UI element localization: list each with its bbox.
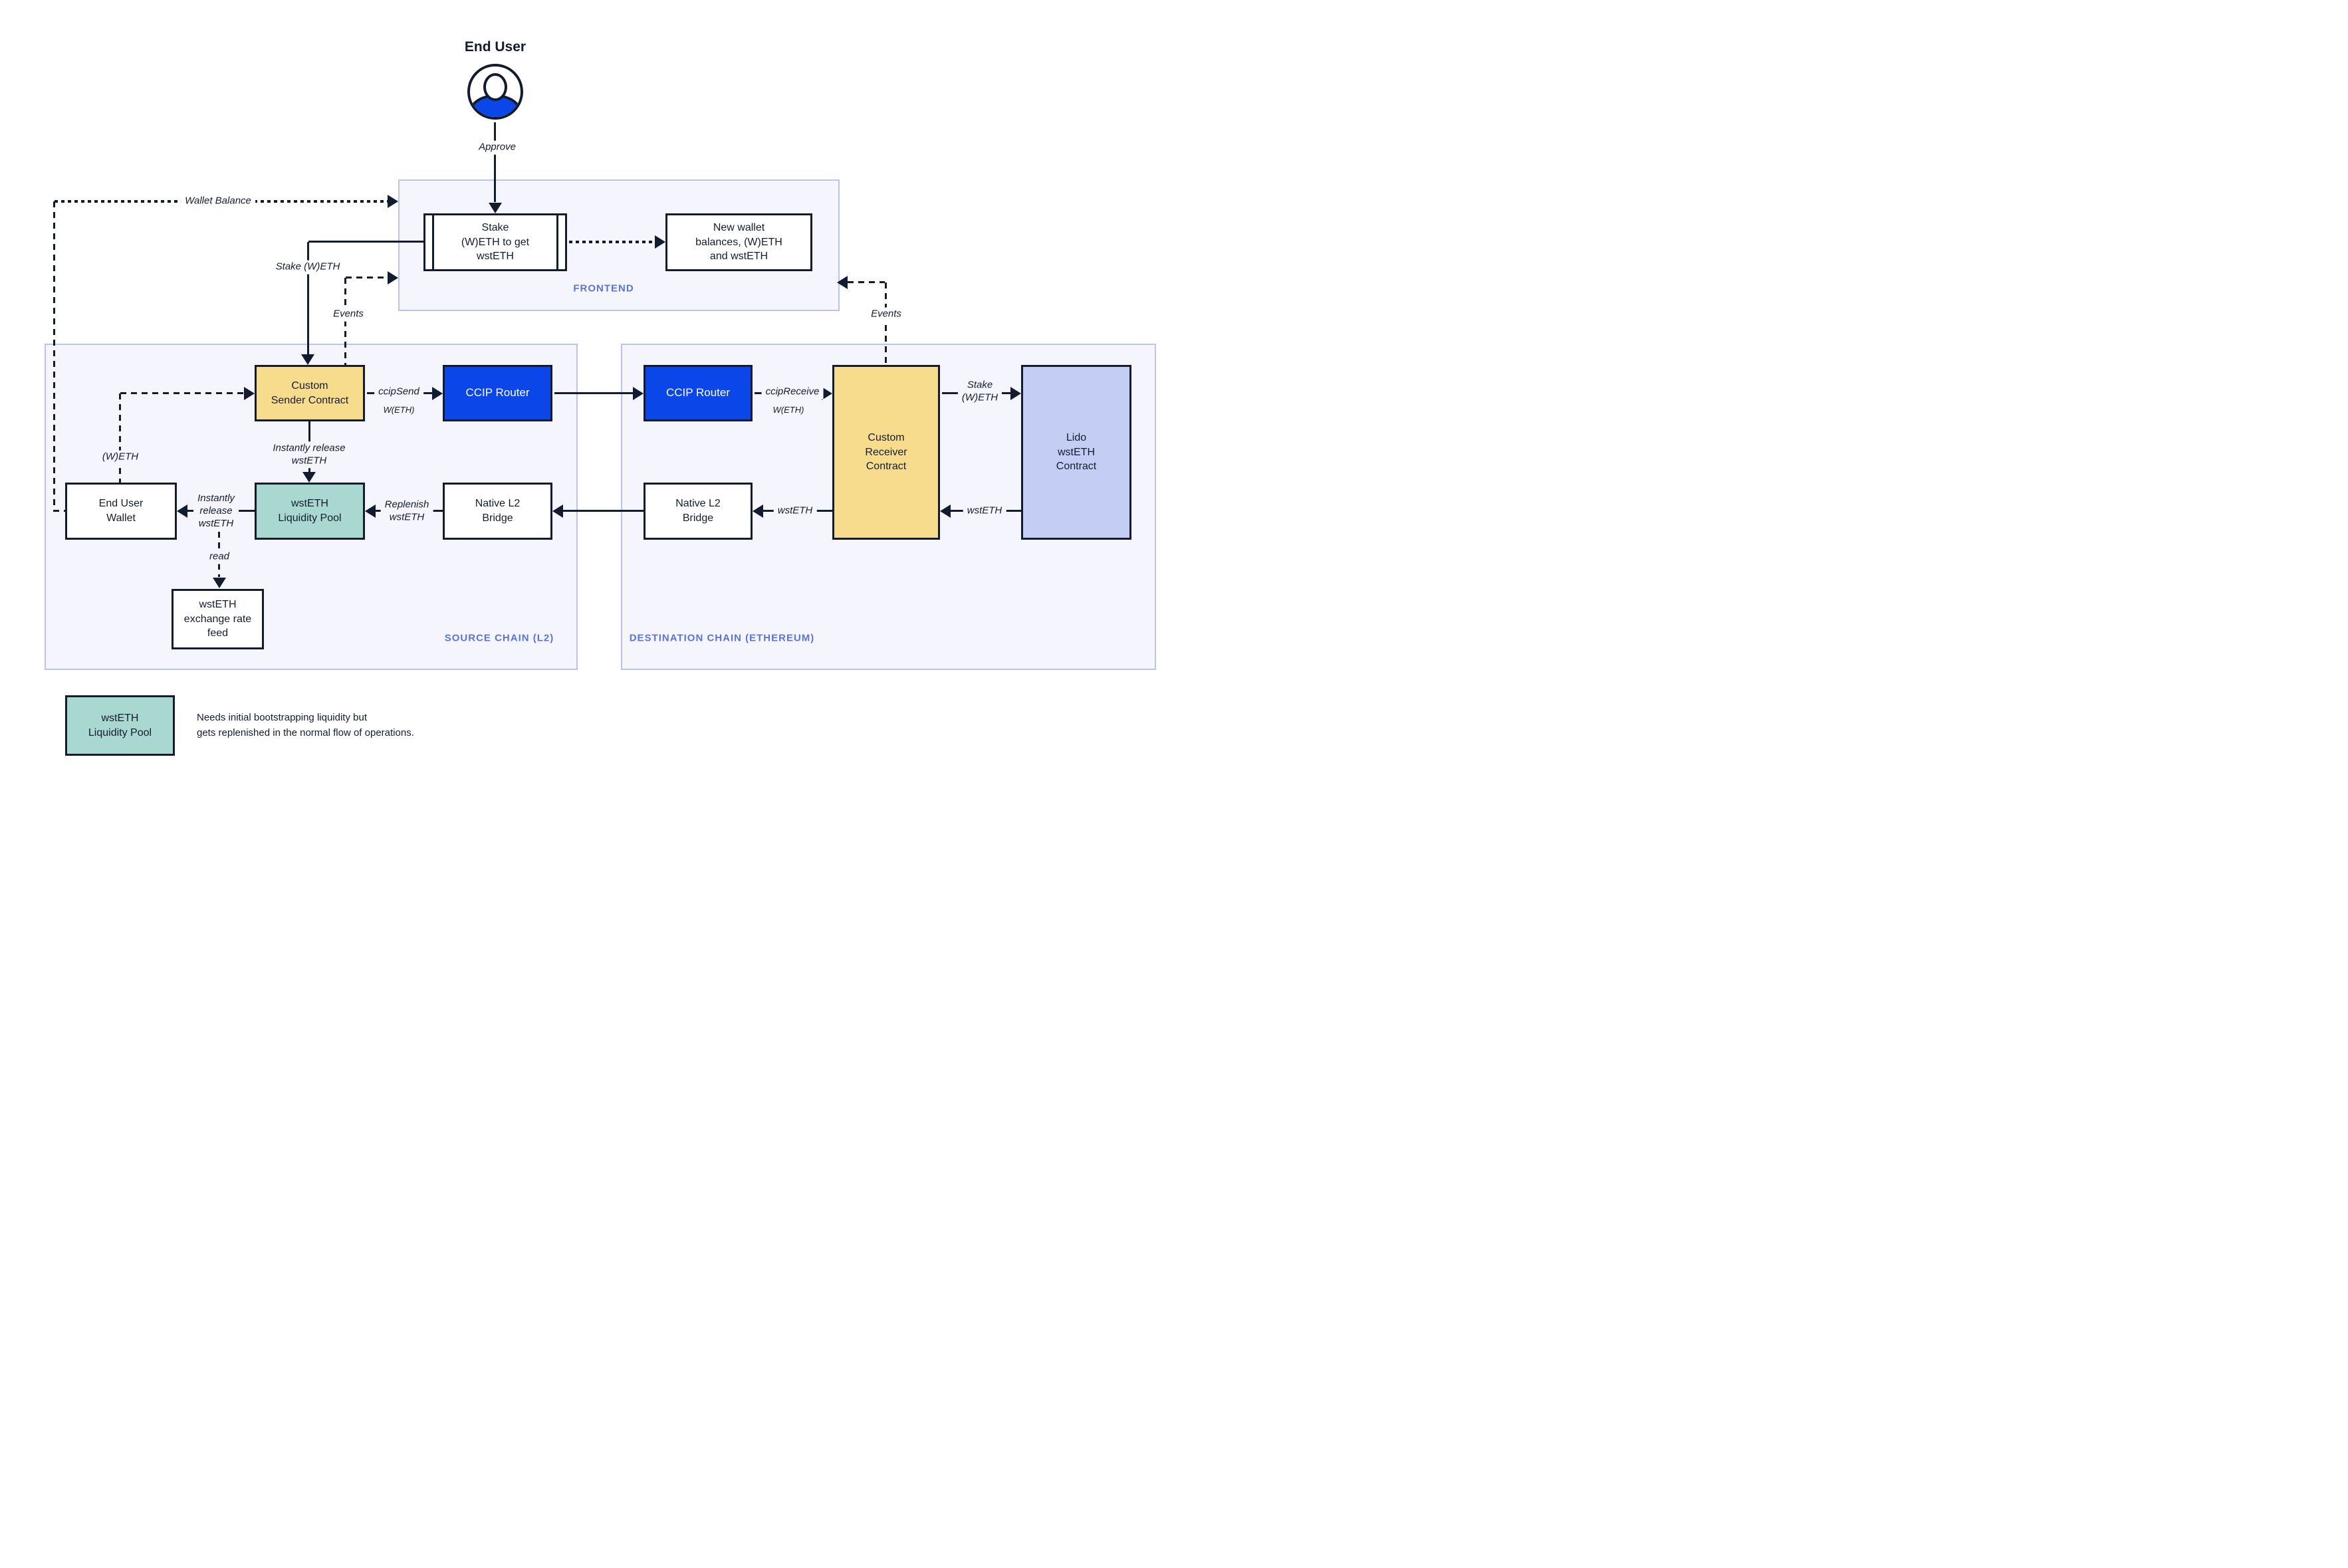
edge-wallet-balance-arrowhead (388, 195, 398, 208)
frontend-region-label: FRONTEND (573, 282, 634, 294)
edge-stake-weth-label: Stake (W)ETH (271, 260, 344, 275)
edge-weth-line-horizontal (120, 392, 244, 394)
edge-ccipreceive-arrowhead (822, 387, 832, 400)
edge-weth-label: (W)ETH (98, 450, 143, 465)
edge-ccipsend-arrowhead (432, 387, 443, 400)
node-lido-wsteth-contract: Lido wstETH Contract (1021, 365, 1131, 540)
source-chain-region-label: SOURCE CHAIN (L2) (444, 632, 554, 644)
edge-stake-weth-line-horizontal (308, 241, 423, 243)
node-native-l2-bridge-source: Native L2 Bridge (443, 483, 552, 540)
node-ccip-router-source: CCIP Router (443, 365, 552, 421)
end-user-icon (467, 64, 523, 120)
node-custom-receiver-contract: Custom Receiver Contract (832, 365, 940, 540)
diagram-canvas: FRONTEND SOURCE CHAIN (L2) DESTINATION C… (0, 0, 1174, 784)
edge-events-source-arrowhead (388, 271, 398, 284)
edge-stake-to-balances-line (569, 241, 655, 243)
edge-events-dest-line-vertical (885, 282, 887, 365)
edge-wallet-balance-label: Wallet Balance (181, 194, 255, 209)
edge-events-source-line-vertical (344, 278, 346, 365)
edge-receiver-to-lido-label: Stake (W)ETH (957, 378, 1002, 405)
edge-events-dest-arrowhead (837, 276, 848, 289)
edge-events-dest-label: Events (867, 307, 905, 322)
legend-description: Needs initial bootstrapping liquidity bu… (197, 712, 414, 739)
edge-pool-to-wallet-label: Instantly release wstETH (193, 491, 239, 531)
node-stake-ui: Stake (W)ETH to get wstETH (423, 213, 567, 271)
end-user-title: End User (464, 39, 527, 55)
edge-weth-arrowhead (244, 387, 255, 400)
edge-events-source-label: Events (329, 307, 368, 322)
edge-wallet-balance-return-stub (53, 510, 65, 512)
edge-receiver-to-bridge-arrowhead (753, 504, 763, 518)
node-new-wallet-balances: New wallet balances, (W)ETH and wstETH (665, 213, 812, 271)
edge-pool-to-wallet-arrowhead (177, 504, 187, 518)
edge-router-to-router-arrowhead (633, 387, 644, 400)
edge-ccipsend-asset-label: W(ETH) (383, 404, 415, 415)
edge-router-to-router-line (554, 392, 633, 394)
edge-wallet-balance-return-line (53, 201, 55, 511)
edge-ccipreceive-label: ccipReceive (761, 385, 824, 399)
edge-instant-release-arrowhead (302, 472, 316, 483)
edge-ccipsend-label: ccipSend (374, 385, 423, 399)
edge-approve-line (494, 122, 496, 202)
node-ccip-router-dest: CCIP Router (644, 365, 753, 421)
edge-ccipreceive-asset-label: W(ETH) (772, 404, 804, 415)
avatar-head-icon (483, 73, 507, 101)
edge-read-arrowhead (213, 578, 226, 588)
destination-chain-region-label: DESTINATION CHAIN (ETHEREUM) (629, 632, 815, 644)
edge-instant-release-label: Instantly release wstETH (269, 441, 350, 468)
node-end-user-wallet: End User Wallet (65, 483, 177, 540)
edge-bridge-to-pool-arrowhead (365, 504, 376, 518)
legend-pool-swatch: wstETH Liquidity Pool (65, 695, 175, 756)
edge-approve-label: Approve (475, 140, 520, 155)
edge-stake-weth-line-vertical (307, 242, 309, 358)
node-native-l2-bridge-dest: Native L2 Bridge (644, 483, 753, 540)
node-wsteth-liquidity-pool: wstETH Liquidity Pool (255, 483, 365, 540)
edge-weth-line-vertical (119, 393, 121, 483)
edge-approve-arrowhead (489, 203, 502, 213)
edge-events-dest-line-horizontal (848, 281, 885, 283)
edge-bridge-to-pool-label: Replenish wstETH (380, 498, 433, 524)
edge-read-label: read (205, 550, 234, 564)
edge-receiver-to-lido-arrowhead (1010, 387, 1021, 400)
edge-receiver-to-bridge-label: wstETH (773, 504, 817, 518)
edge-bridge-to-bridge-arrowhead (552, 504, 563, 518)
node-exchange-rate-feed: wstETH exchange rate feed (172, 589, 264, 649)
node-custom-sender-contract: Custom Sender Contract (255, 365, 365, 421)
edge-stake-to-balances-arrowhead (655, 235, 665, 249)
edge-lido-to-receiver-label: wstETH (963, 504, 1006, 518)
edge-bridge-to-bridge-line (563, 510, 644, 512)
edge-stake-weth-arrowhead (301, 354, 314, 365)
edge-events-source-line-horizontal (346, 277, 388, 279)
edge-lido-to-receiver-arrowhead (940, 504, 951, 518)
